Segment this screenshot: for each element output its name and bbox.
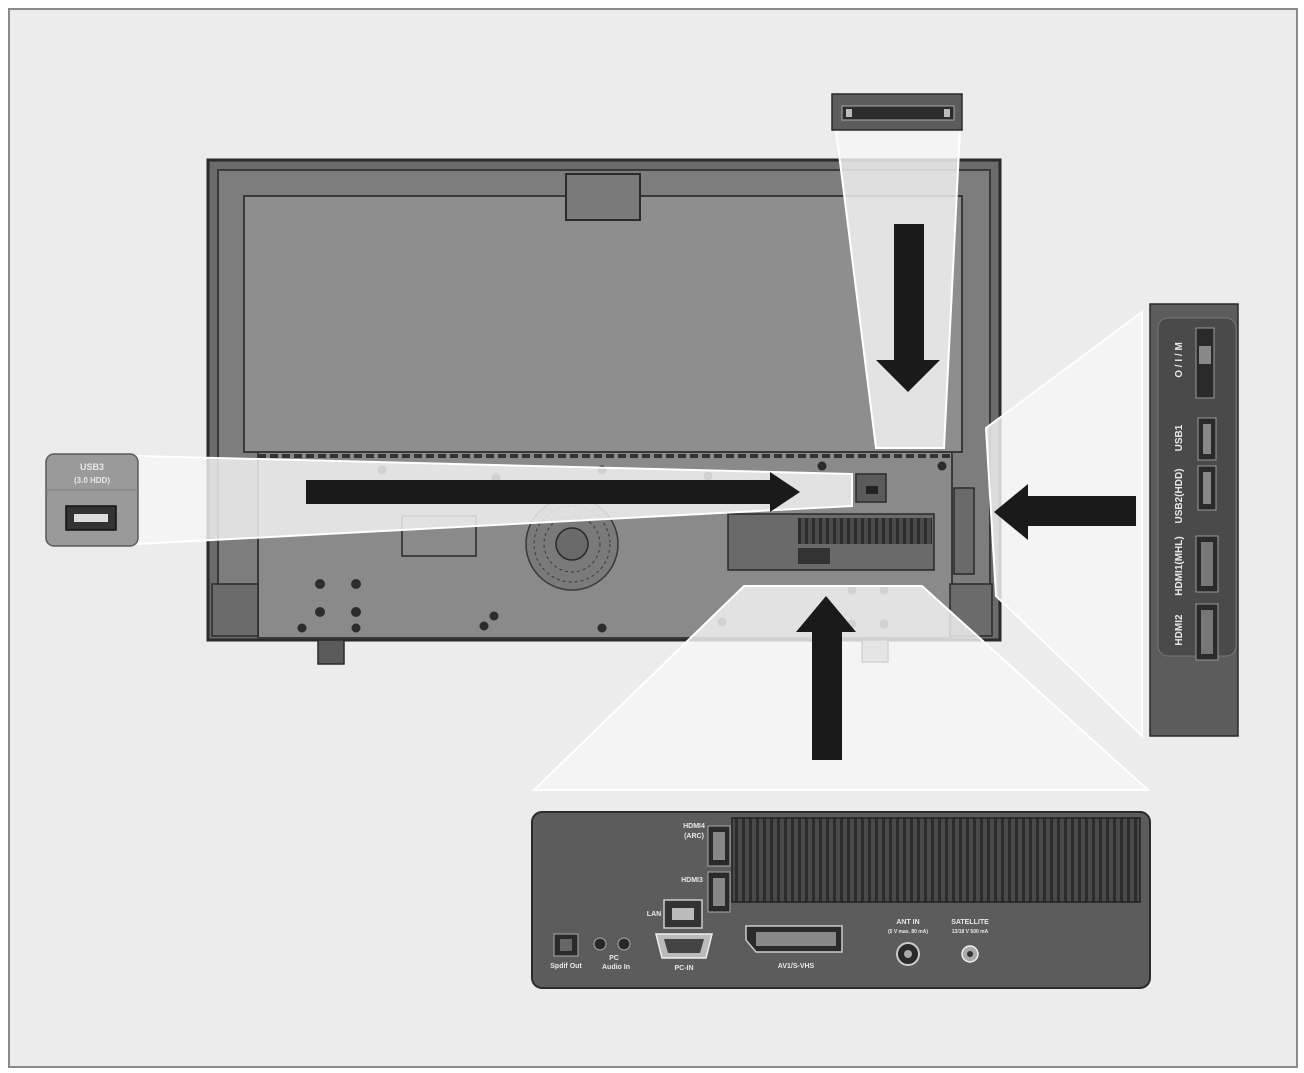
usb3-detail: USB3 (3.0 HDD)	[45, 453, 139, 547]
hdmi4-sublabel: (ARC)	[684, 833, 704, 840]
arrow-down	[876, 224, 940, 392]
lan-port	[663, 899, 703, 929]
lan-label: LAN	[647, 911, 661, 918]
headphone-jack	[593, 937, 607, 951]
pc-audio-label: PC	[609, 955, 619, 962]
pc-in-label: PC-IN	[674, 965, 693, 972]
satellite-label: SATELLITE	[951, 919, 989, 926]
hdmi1-label: HDMI1(MHL)	[1174, 536, 1185, 595]
switch-label: O / I / M	[1174, 342, 1185, 378]
bottom-panel-detail: HDMI4 (ARC) HDMI3 LAN Spdif Out PC Audio…	[531, 811, 1151, 989]
usb3-label: USB3	[80, 462, 104, 472]
scart-label: AV1/S-VHS	[778, 963, 815, 970]
arrow-right-to-left	[994, 484, 1136, 540]
satellite-sublabel: 13/18 V 500 mA	[952, 929, 989, 935]
ant-in-label: ANT IN	[896, 919, 919, 926]
arrow-up	[796, 596, 856, 760]
bottom-vent	[731, 817, 1141, 903]
spdif-label: Spdif Out	[550, 963, 582, 970]
pc-audio-jack	[617, 937, 631, 951]
ci-slot-detail	[831, 93, 963, 131]
top-bracket	[565, 173, 641, 221]
arrow-left-to-right	[306, 472, 800, 512]
side-panel-detail: O / I / M USB1 USB2(HDD) HDMI1(MHL) HDMI…	[1149, 303, 1239, 737]
usb3-sublabel: (3.0 HDD)	[74, 476, 110, 485]
hdmi3-label: HDMI3	[681, 877, 703, 884]
ant-in-sublabel: (5 V max. 80 mA)	[888, 929, 928, 935]
arrows	[306, 224, 1136, 760]
stand-foot-left	[317, 639, 345, 665]
hdmi2-label: HDMI2	[1174, 614, 1185, 646]
usb2-label: USB2(HDD)	[1174, 469, 1185, 524]
hdmi4-label: HDMI4	[683, 823, 705, 830]
pc-audio-sublabel: Audio In	[602, 964, 630, 971]
usb1-label: USB1	[1174, 424, 1185, 451]
